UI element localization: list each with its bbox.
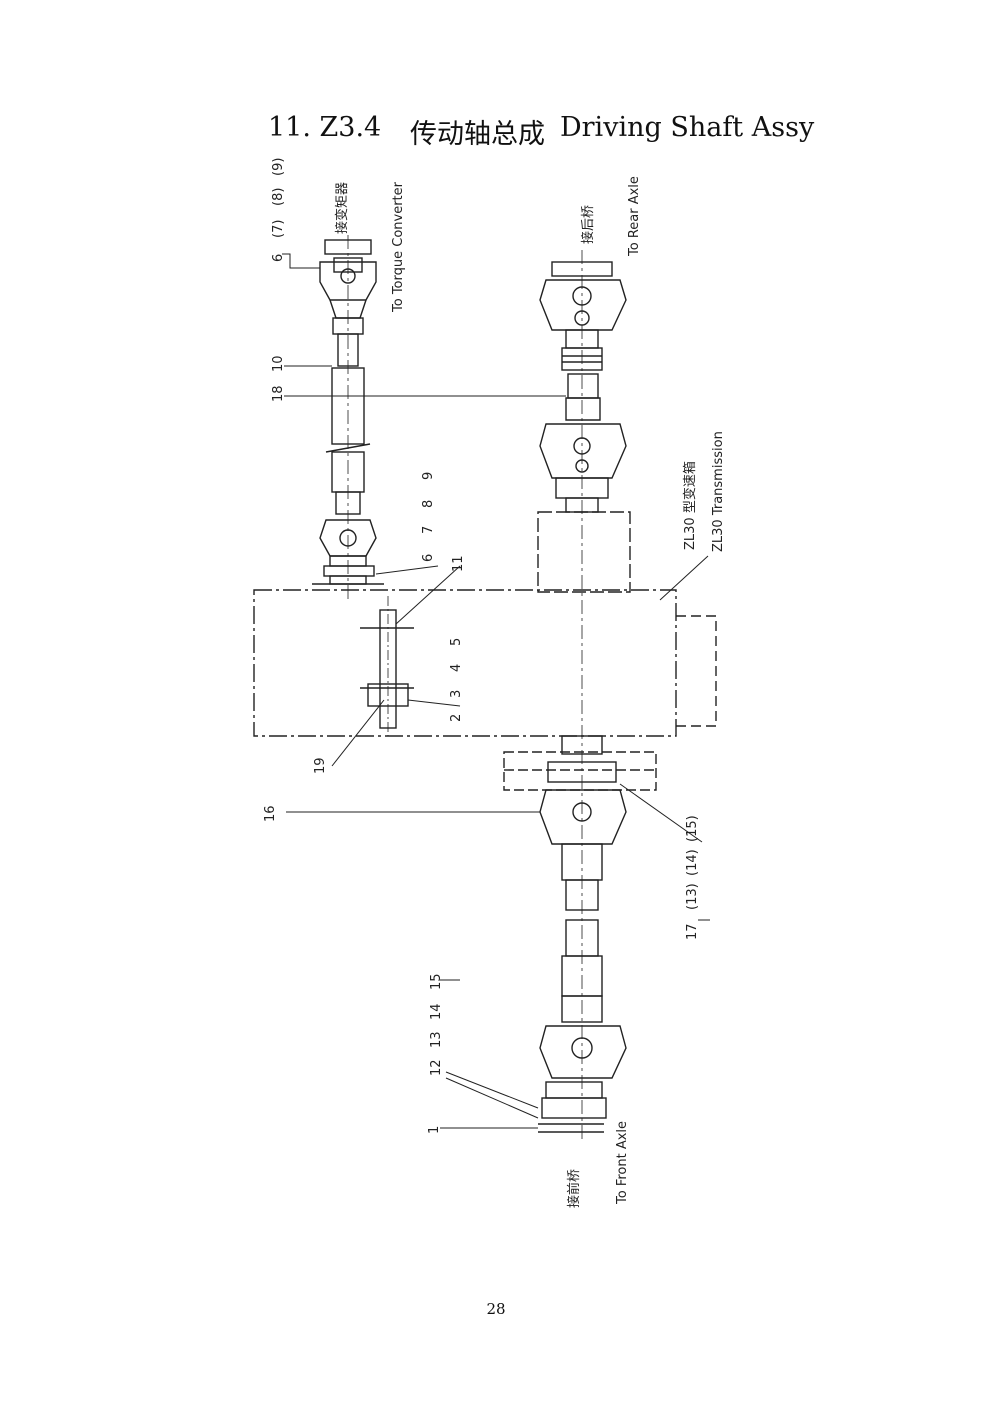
callout-low-4: 4	[449, 664, 464, 672]
callout-bottom-12: 12	[429, 1059, 444, 1076]
upper-shaft	[312, 235, 384, 600]
page-number: 28	[486, 1300, 506, 1318]
rear-shaft	[503, 250, 657, 1140]
callout-numbers: 6 (7) (8) (9) 10 18 6 7 8 9 11 2 3 4 5 1…	[263, 158, 700, 1134]
torque-converter-en: To Torque Converter	[391, 181, 406, 313]
callout-top-9: (9)	[271, 158, 286, 176]
callout-top-7: (7)	[271, 220, 286, 238]
label-front-axle: 接前桥 To Front Axle	[566, 1121, 630, 1208]
callout-low-3: 3	[449, 690, 464, 698]
callout-bottom-13: 13	[429, 1031, 444, 1048]
front-axle-cn: 接前桥	[566, 1169, 582, 1208]
callout-17-14: (14)	[685, 849, 700, 876]
callout-11: 11	[451, 555, 466, 572]
callout-lines	[282, 253, 710, 1129]
transmission-cn: ZL30 型变速箱	[682, 461, 698, 550]
callout-mid-7: 7	[421, 526, 436, 534]
callout-low-5: 5	[449, 638, 464, 646]
label-transmission: ZL30 型变速箱 ZL30 Transmission	[682, 431, 726, 552]
callout-16: 16	[263, 805, 278, 822]
callout-1: 1	[427, 1126, 442, 1134]
rear-axle-cn: 接后桥	[580, 205, 596, 244]
callout-mid-6: 6	[421, 554, 436, 562]
section-number: 11. Z3.4	[268, 112, 382, 143]
transmission-en: ZL30 Transmission	[711, 431, 726, 552]
callout-low-2: 2	[449, 714, 464, 722]
callout-bottom-15: 15	[429, 973, 444, 990]
page-title: 11. Z3.4 传动轴总成 Driving Shaft Assy	[0, 112, 992, 152]
callout-17-13: (13)	[685, 883, 700, 910]
front-axle-en: To Front Axle	[615, 1121, 630, 1205]
callout-mid-8: 8	[421, 500, 436, 508]
callout-19: 19	[313, 757, 328, 774]
callout-top-6: 6	[271, 254, 286, 262]
title-english: Driving Shaft Assy	[560, 112, 815, 143]
label-torque-converter: 接变矩器 To Torque Converter	[334, 181, 406, 313]
rear-axle-en: To Rear Axle	[627, 176, 642, 257]
callout-17: 17	[685, 923, 700, 940]
title-chinese: 传动轴总成	[410, 119, 545, 150]
torque-converter-cn: 接变矩器	[334, 182, 350, 234]
callout-top-8: (8)	[271, 188, 286, 206]
callout-18: 18	[271, 385, 286, 402]
callout-mid-9: 9	[421, 472, 436, 480]
transmission-housing	[253, 511, 717, 737]
callout-17-15: (15)	[685, 815, 700, 842]
callout-bottom-14: 14	[429, 1003, 444, 1020]
callout-10: 10	[271, 355, 286, 372]
label-rear-axle: 接后桥 To Rear Axle	[580, 176, 642, 257]
